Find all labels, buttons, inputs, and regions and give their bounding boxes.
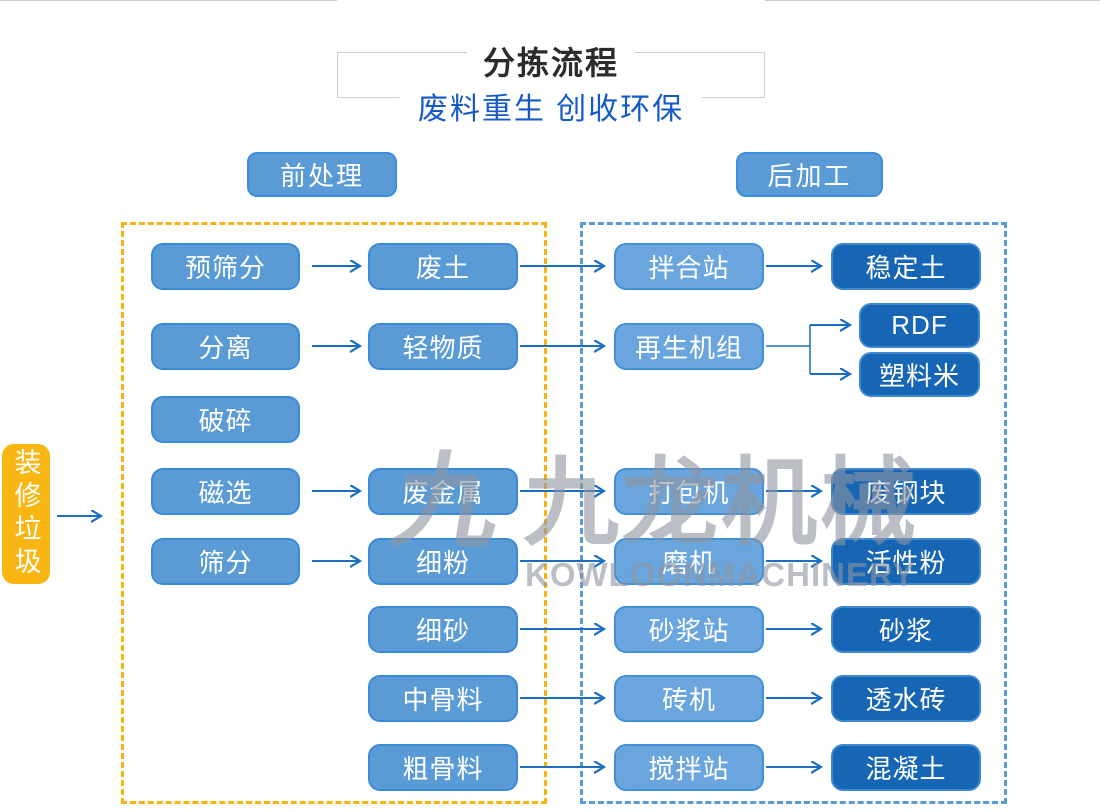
node-product-row1: 稳定土 — [831, 243, 981, 290]
node-material-row4: 废金属 — [368, 468, 518, 515]
node-machine-row8: 搅拌站 — [614, 744, 764, 791]
page-subtitle: 废料重生 创收环保 — [399, 84, 703, 128]
post-processing-label: 后加工 — [736, 152, 883, 197]
node-machine-row4: 打包机 — [614, 468, 764, 515]
node-product-row4: 废钢块 — [831, 468, 981, 515]
page-title: 分拣流程 — [466, 38, 636, 84]
node-product-row7: 透水砖 — [831, 675, 981, 722]
node-machine-row5: 磨机 — [614, 538, 764, 585]
node-material-row7: 中骨料 — [368, 675, 518, 722]
node-product-row6: 砂浆 — [831, 606, 981, 653]
node-product-row8: 混凝土 — [831, 744, 981, 791]
header-line-left — [0, 0, 337, 1]
header-line-right — [765, 0, 1100, 1]
node-process-row4: 磁选 — [151, 468, 300, 515]
node-machine-row1: 拌合站 — [614, 243, 764, 290]
node-product-row2-2: 塑料米 — [859, 352, 980, 397]
post-processing-container — [580, 222, 1007, 804]
node-process-row3: 破碎 — [151, 396, 300, 443]
node-machine-row2: 再生机组 — [614, 323, 764, 370]
node-process-row5: 筛分 — [151, 538, 300, 585]
node-material-row6: 细砂 — [368, 606, 518, 653]
node-material-row1: 废土 — [368, 243, 518, 290]
node-product-row2-1: RDF — [859, 303, 980, 348]
node-material-row5: 细粉 — [368, 538, 518, 585]
node-machine-row7: 砖机 — [614, 675, 764, 722]
node-process-row1: 预筛分 — [151, 243, 300, 290]
node-material-row8: 粗骨料 — [368, 744, 518, 791]
node-process-row2: 分离 — [151, 323, 300, 370]
node-product-row5: 活性粉 — [831, 538, 981, 585]
node-material-row2: 轻物质 — [368, 323, 518, 370]
node-machine-row6: 砂浆站 — [614, 606, 764, 653]
pre-processing-label: 前处理 — [247, 152, 397, 197]
pre-processing-container — [121, 222, 547, 804]
source-label: 装修垃圾 — [2, 444, 50, 584]
